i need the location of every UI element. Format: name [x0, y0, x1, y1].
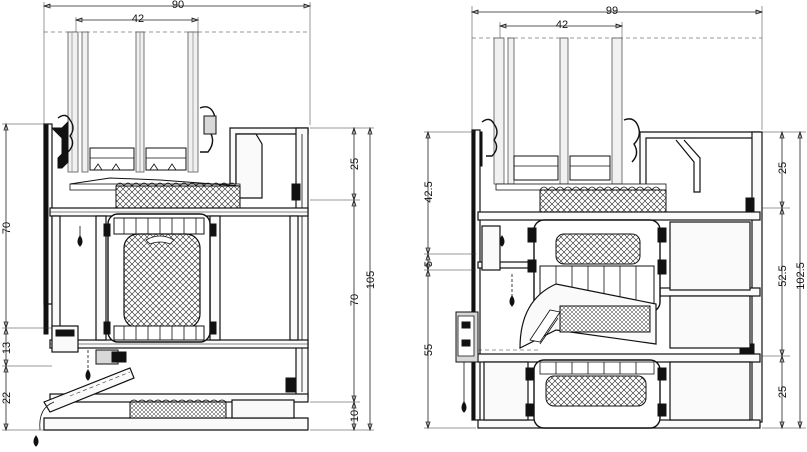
left-dim-25-label: 25	[349, 158, 361, 170]
right-lower-core	[483, 359, 751, 429]
left-dim-42: 42	[74, 13, 200, 36]
left-vertical-dims-right: 25 70 10 105	[310, 126, 377, 432]
left-dim-70-left-label: 70	[1, 222, 13, 234]
right-dim-99: 99	[470, 5, 764, 130]
right-thermal-strip	[495, 183, 667, 215]
right-dim-25-bottom-label: 25	[777, 386, 789, 398]
right-dim-42-label: 42	[556, 19, 568, 31]
right-dim-42: 42	[498, 19, 624, 40]
left-dim-42-label: 42	[132, 13, 144, 25]
left-dim-10-label: 10	[349, 410, 361, 422]
left-sash-verticals	[51, 215, 299, 341]
right-dim-5-label: 5	[423, 261, 435, 267]
right-glazing-unit	[493, 37, 623, 185]
left-dim-70-right-label: 70	[349, 294, 361, 306]
right-dim-25-top-label: 25	[777, 162, 789, 174]
right-drainage-drops	[461, 235, 540, 413]
right-dim-52-5-label: 52.5	[777, 265, 789, 286]
right-dim-55-label: 55	[423, 344, 435, 356]
right-vertical-dims-right: 25 52.5 25 102.5	[762, 130, 807, 430]
right-dim-99-label: 99	[606, 5, 618, 17]
left-dim-90-label: 90	[172, 0, 184, 11]
right-dim-102-5-label: 102.5	[795, 262, 807, 290]
left-drainage-drops	[33, 226, 91, 447]
left-glazing-gaskets	[50, 106, 217, 169]
left-glazing-unit	[67, 31, 199, 173]
left-dim-90: 90	[42, 0, 312, 125]
left-thermal-strip	[69, 177, 241, 211]
left-sill	[39, 325, 309, 431]
right-vertical-dims-left: 42.5 5 55	[423, 130, 476, 430]
right-section: 99 42	[423, 5, 807, 430]
left-section: 90 42	[1, 0, 377, 447]
right-dim-42-5-label: 42.5	[423, 181, 435, 202]
right-hinge	[455, 225, 501, 363]
left-dim-105-label: 105	[365, 271, 377, 289]
left-dim-13-label: 13	[1, 342, 13, 354]
left-vertical-dims-left: 70 13 22	[1, 122, 52, 432]
left-outer-frame	[43, 123, 309, 399]
left-dim-22-label: 22	[1, 392, 13, 404]
right-diagonal-sill	[519, 283, 657, 349]
left-insulated-core	[103, 213, 217, 343]
